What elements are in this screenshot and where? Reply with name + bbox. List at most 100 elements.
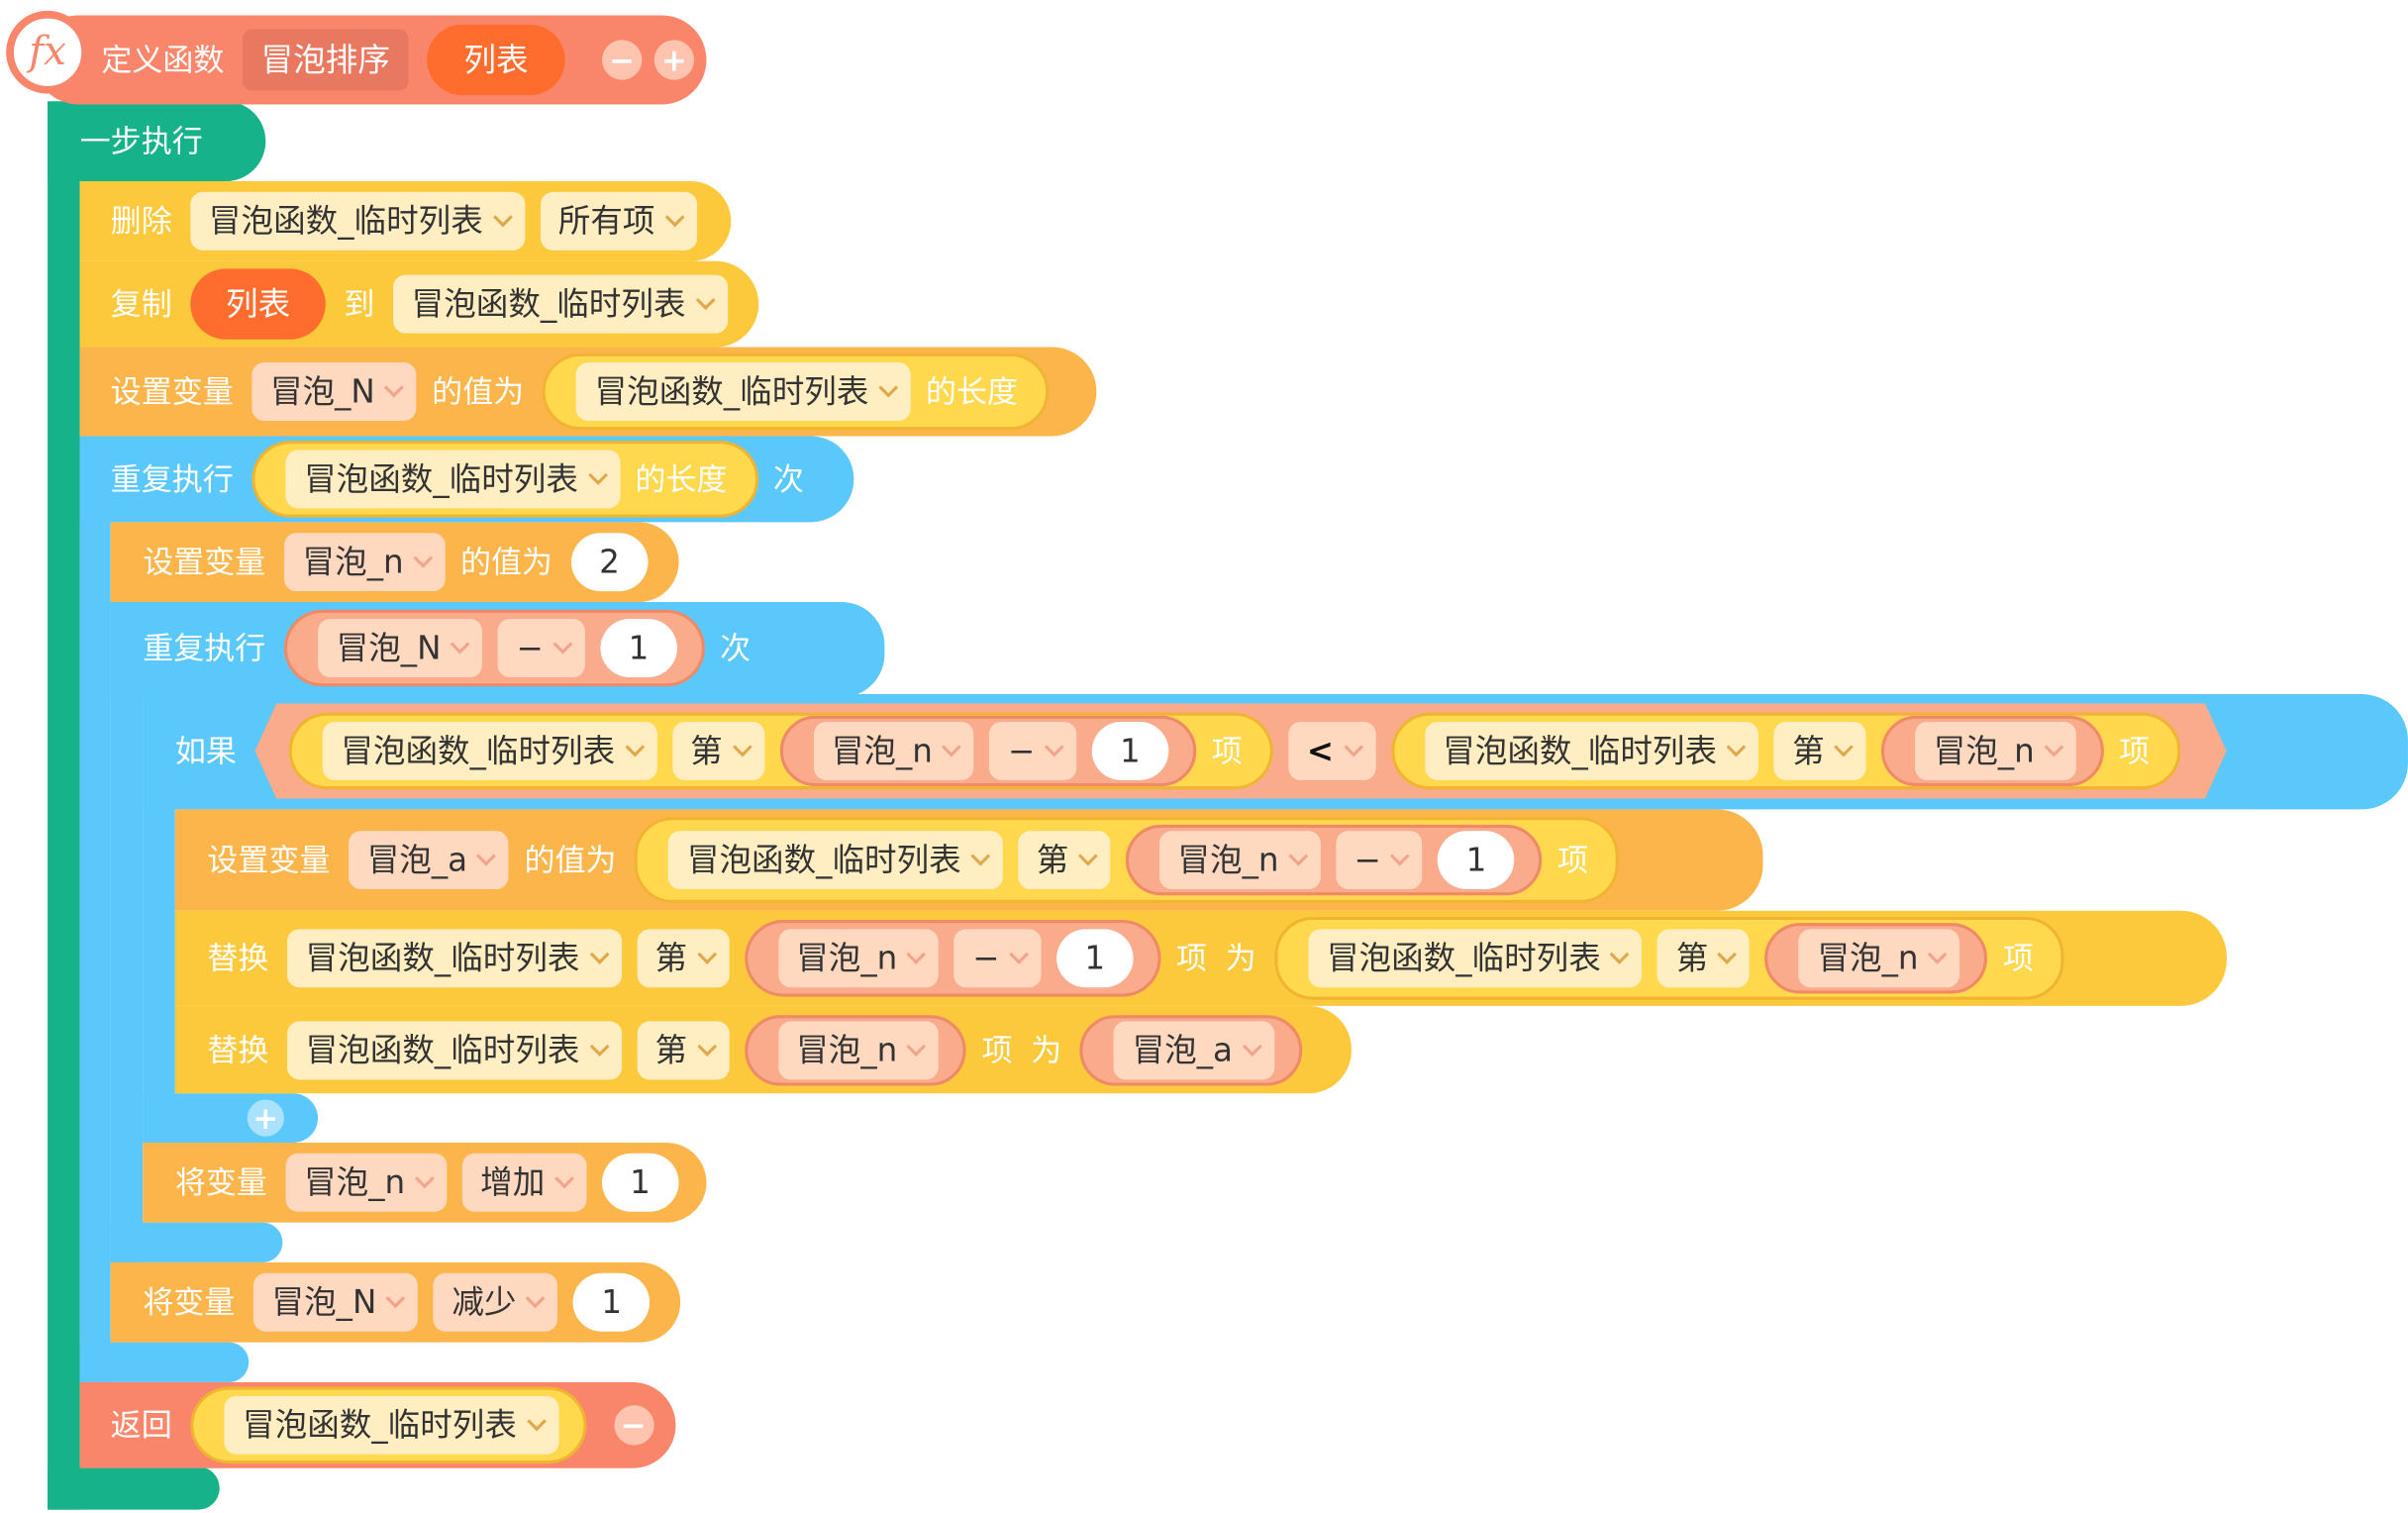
list-item-reporter[interactable]: 冒泡函数_临时列表 第 冒泡_n − 1 项 (289, 713, 1273, 790)
list-dropdown[interactable]: 冒泡函数_临时列表 (285, 450, 620, 509)
if-label: 如果 (174, 732, 237, 770)
number-input[interactable]: 1 (1055, 929, 1134, 988)
list-dropdown[interactable]: 冒泡函数_临时列表 (224, 1395, 558, 1455)
variable-dropdown[interactable]: 冒泡_n (1915, 722, 2076, 780)
number-input[interactable]: 1 (600, 619, 677, 677)
list-item-reporter[interactable]: 冒泡函数_临时列表 第 冒泡_n − 1 项 (635, 817, 1620, 903)
nth-dropdown[interactable]: 第 (672, 722, 764, 780)
variable-dropdown[interactable]: 冒泡_n (777, 1020, 940, 1079)
list-length-reporter[interactable]: 冒泡函数_临时列表 的长度 (542, 353, 1049, 431)
nth-dropdown[interactable]: 第 (636, 1020, 729, 1079)
compare-operator-dropdown[interactable]: < (1288, 722, 1375, 780)
variable-dropdown[interactable]: 冒泡_a (349, 831, 509, 890)
param-list-oval[interactable]: 列表 (190, 268, 326, 340)
number-input[interactable]: 2 (570, 533, 649, 592)
chevron-down-icon (552, 634, 573, 655)
list-dropdown[interactable]: 冒泡函数_临时列表 (323, 722, 656, 780)
value-of-label: 的值为 (432, 372, 525, 411)
add-param-icon[interactable]: + (653, 40, 695, 80)
variable-dropdown[interactable]: 冒泡_N (318, 619, 483, 677)
nth-dropdown[interactable]: 第 (1657, 929, 1751, 988)
repeat-inner-rail (110, 601, 144, 1262)
operator-dropdown[interactable]: − (497, 619, 585, 677)
nth-dropdown[interactable]: 第 (1018, 831, 1111, 890)
chevron-down-icon (589, 1036, 609, 1057)
item-scope-dropdown[interactable]: 所有项 (540, 191, 697, 251)
variable-dropdown[interactable]: 冒泡_N (252, 1272, 419, 1332)
variable-dropdown[interactable]: 冒泡_n (285, 1153, 448, 1212)
variable-dropdown[interactable]: 冒泡_n (1798, 929, 1960, 988)
list-reporter[interactable]: 冒泡函数_临时列表 (190, 1386, 586, 1464)
list-dropdown[interactable]: 冒泡函数_临时列表 (668, 831, 1003, 890)
list-dropdown[interactable]: 冒泡函数_临时列表 (190, 191, 525, 251)
chevron-down-icon (414, 1168, 435, 1189)
repeat-inner-foot (110, 1222, 283, 1262)
subtract-reporter[interactable]: 冒泡_n − 1 (1125, 824, 1543, 896)
repeat-label: 重复执行 (143, 629, 266, 667)
subtract-reporter[interactable]: 冒泡_n − 1 (744, 920, 1161, 997)
change-op-dropdown[interactable]: 增加 (461, 1153, 587, 1212)
variable-dropdown[interactable]: 冒泡_a (1113, 1020, 1274, 1079)
function-name-field[interactable]: 冒泡排序 (243, 29, 409, 91)
repeat-outer-rail (79, 436, 111, 1382)
nth-dropdown[interactable]: 第 (636, 929, 729, 988)
item-label: 项 (2119, 732, 2151, 770)
remove-return-icon[interactable]: − (613, 1405, 653, 1446)
chevron-down-icon (732, 738, 752, 757)
list-dropdown[interactable]: 冒泡函数_临时列表 (1425, 722, 1758, 780)
variable-reporter[interactable]: 冒泡_n (1881, 716, 2104, 786)
subtract-reporter[interactable]: 冒泡_n − 1 (779, 716, 1196, 786)
list-item-reporter[interactable]: 冒泡函数_临时列表 第 冒泡_n 项 (1274, 916, 2064, 1000)
condition-hexagon[interactable]: 冒泡函数_临时列表 第 冒泡_n − 1 项 < 冒泡函数_临时列表 第 冒泡_… (254, 703, 2226, 798)
operator-dropdown[interactable]: − (953, 929, 1042, 988)
chevron-down-icon (1009, 945, 1029, 964)
remove-param-icon[interactable]: − (601, 40, 643, 80)
variable-reporter[interactable]: 冒泡_n (1764, 923, 1988, 994)
number-input[interactable]: 1 (572, 1272, 651, 1332)
chevron-down-icon (1928, 945, 1948, 964)
value-of-label: 的值为 (524, 841, 617, 879)
operator-dropdown[interactable]: − (989, 722, 1076, 780)
list-dropdown[interactable]: 冒泡函数_临时列表 (287, 929, 622, 988)
variable-dropdown[interactable]: 冒泡_N (251, 362, 417, 421)
operator-dropdown[interactable]: − (1335, 831, 1423, 890)
item-label: 项 (1557, 841, 1589, 879)
list-item-reporter[interactable]: 冒泡函数_临时列表 第 冒泡_n 项 (1390, 713, 2180, 790)
list-length-reporter[interactable]: 冒泡函数_临时列表 的长度 (251, 441, 758, 518)
sequence-block[interactable] (48, 101, 266, 182)
value-of-label: 的值为 (460, 544, 553, 581)
param-list-oval[interactable]: 列表 (427, 24, 565, 96)
chevron-down-icon (1390, 846, 1411, 866)
number-input[interactable]: 1 (1092, 722, 1169, 780)
number-input[interactable]: 1 (1438, 831, 1515, 890)
chevron-down-icon (526, 1411, 547, 1432)
chevron-down-icon (385, 1288, 406, 1309)
variable-reporter[interactable]: 冒泡_n (744, 1014, 967, 1085)
item-label: 项 (1211, 732, 1243, 770)
repeat-outer-foot (79, 1342, 250, 1382)
change-op-dropdown[interactable]: 减少 (433, 1272, 558, 1332)
variable-dropdown[interactable]: 冒泡_n (283, 533, 446, 592)
chevron-down-icon (906, 945, 927, 964)
variable-dropdown[interactable]: 冒泡_n (813, 722, 974, 780)
chevron-down-icon (1610, 945, 1631, 964)
list-dropdown[interactable]: 冒泡函数_临时列表 (393, 274, 728, 334)
list-dropdown[interactable]: 冒泡函数_临时列表 (287, 1020, 622, 1079)
nth-dropdown[interactable]: 第 (1773, 722, 1865, 780)
variable-reporter[interactable]: 冒泡_a (1079, 1014, 1302, 1085)
list-dropdown[interactable]: 冒泡函数_临时列表 (1308, 929, 1643, 988)
variable-dropdown[interactable]: 冒泡_n (777, 929, 940, 988)
number-input[interactable]: 1 (601, 1153, 679, 1212)
set-variable-label: 设置变量 (143, 544, 266, 581)
add-branch-icon[interactable]: + (247, 1099, 284, 1137)
list-dropdown[interactable]: 冒泡函数_临时列表 (575, 362, 911, 421)
sequence-block-foot (48, 1466, 220, 1510)
copy-label: 复制 (110, 285, 172, 323)
subtract-reporter[interactable]: 冒泡_N − 1 (283, 609, 705, 687)
variable-dropdown[interactable]: 冒泡_n (1158, 831, 1321, 890)
chevron-down-icon (1834, 738, 1854, 757)
chevron-down-icon (384, 377, 405, 398)
chevron-down-icon (589, 945, 609, 964)
chevron-down-icon (1727, 738, 1747, 757)
